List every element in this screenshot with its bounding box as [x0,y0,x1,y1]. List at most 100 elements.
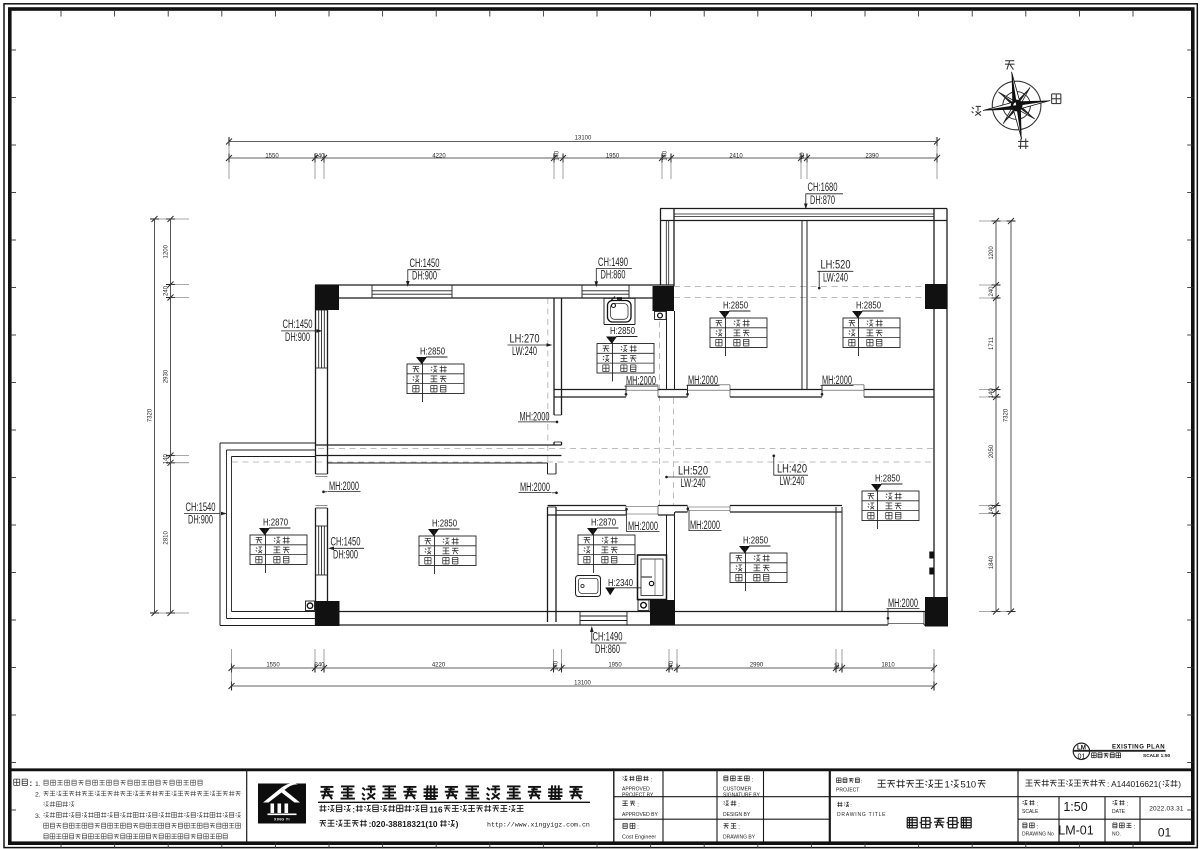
svg-text:2930: 2930 [164,369,170,383]
svg-text::: : [738,825,740,831]
svg-text:2050: 2050 [989,444,995,458]
svg-text:DH:900: DH:900 [333,547,358,561]
svg-text:NO.: NO. [1112,832,1121,838]
svg-text:7320: 7320 [148,408,154,422]
svg-text::: : [861,779,863,785]
svg-text:LW:240: LW:240 [780,474,805,488]
svg-text:1200: 1200 [164,244,170,258]
svg-text:1200: 1200 [989,246,995,260]
svg-text:1550: 1550 [265,153,279,159]
svg-text::: : [637,825,639,831]
svg-text:140: 140 [989,504,995,515]
svg-text:H:2850: H:2850 [432,518,457,530]
svg-text:SIGNATURE BY: SIGNATURE BY [723,792,761,798]
svg-text:CUSTOMER: CUSTOMER [723,787,752,793]
svg-text:1950: 1950 [608,662,622,668]
svg-text:240: 240 [314,662,325,668]
svg-text:MH:2000: MH:2000 [888,598,918,610]
svg-text:MH:2000: MH:2000 [628,521,658,533]
svg-text:4220: 4220 [432,153,446,159]
svg-text::: : [1037,824,1039,830]
svg-text:1711: 1711 [989,336,995,350]
svg-text::: : [352,805,355,814]
svg-text:510: 510 [961,779,977,790]
svg-text:13100: 13100 [575,136,592,142]
svg-text:1810: 1810 [881,662,895,668]
svg-text:MH:2000: MH:2000 [520,411,550,423]
svg-text:LM-01: LM-01 [1058,824,1093,838]
svg-text::: : [651,777,653,783]
svg-text:01: 01 [1078,752,1086,761]
svg-text:H:2870: H:2870 [263,517,288,529]
svg-text:DH:860: DH:860 [595,642,620,656]
svg-text:H:2850: H:2850 [420,346,445,358]
svg-text:2.: 2. [35,792,41,799]
svg-text:2990: 2990 [750,662,764,668]
svg-text:LH:520: LH:520 [678,463,708,477]
svg-text:7320: 7320 [1004,408,1010,422]
svg-text:H:2850: H:2850 [723,300,748,312]
svg-text:140: 140 [164,454,170,465]
svg-text:MH:2000: MH:2000 [626,376,656,388]
svg-text:Cost Engineer: Cost Engineer [622,834,656,840]
svg-text:1950: 1950 [606,153,620,159]
svg-text:CH:1450: CH:1450 [410,256,440,270]
svg-text::: : [850,803,852,809]
svg-text:140: 140 [555,150,561,161]
svg-text:LW:240: LW:240 [823,270,848,284]
svg-text:2410: 2410 [729,153,743,159]
svg-text:DRAWING TITLE: DRAWING TITLE [837,812,886,818]
svg-text:LH:520: LH:520 [821,258,851,272]
svg-text:DH:900: DH:900 [285,330,310,344]
svg-text:140: 140 [669,660,675,671]
svg-text:4220: 4220 [432,662,446,668]
svg-text:60: 60 [835,662,841,669]
svg-text::: : [1037,802,1039,808]
svg-text:CH:1450: CH:1450 [283,317,313,331]
svg-text:MH:2000: MH:2000 [690,520,720,532]
svg-text:01: 01 [1158,826,1172,840]
svg-text:): ) [456,819,459,829]
svg-text:CH:1680: CH:1680 [808,180,838,194]
svg-text:CH:1450: CH:1450 [331,535,361,549]
svg-text:LH:420: LH:420 [777,462,807,476]
svg-text:2390: 2390 [865,153,879,159]
svg-text:140: 140 [989,388,995,399]
svg-text:DESIGN BY: DESIGN BY [723,812,751,818]
svg-text:H:2850: H:2850 [856,300,881,312]
svg-text:LW:240: LW:240 [512,344,537,358]
svg-text:60: 60 [800,152,806,159]
svg-text::: : [637,802,639,808]
svg-text:LW:240: LW:240 [681,476,706,490]
svg-text:DH:900: DH:900 [188,513,213,527]
svg-text::: : [752,777,754,783]
svg-text:2810: 2810 [164,531,170,545]
svg-text::: : [1134,824,1136,830]
svg-text:LM: LM [1077,744,1086,751]
svg-text:MH:2000: MH:2000 [688,375,718,387]
svg-text:DH:870: DH:870 [810,193,835,207]
svg-text:240: 240 [164,285,170,296]
svg-text:H:2850: H:2850 [743,535,768,547]
svg-text:H:2870: H:2870 [591,517,616,529]
svg-text:MH:2000: MH:2000 [520,482,550,494]
svg-text:CH:1490: CH:1490 [598,255,628,269]
svg-text:PROJECT BY: PROJECT BY [622,792,654,798]
svg-text:140: 140 [663,150,669,161]
svg-text:140: 140 [554,660,560,671]
svg-text:DH:900: DH:900 [412,269,437,283]
svg-text:MH:2000: MH:2000 [822,375,852,387]
svg-text:240: 240 [314,153,325,159]
svg-text:240: 240 [989,286,995,297]
svg-text:PROJECT: PROJECT [836,788,859,794]
svg-text:13100: 13100 [574,680,591,686]
svg-text:H:2850: H:2850 [610,325,635,337]
svg-text:CH:1540: CH:1540 [186,500,216,514]
svg-text:: A144016621(: : A144016621( [1107,779,1161,789]
svg-text:1840: 1840 [989,555,995,569]
svg-text:H:2850: H:2850 [875,473,900,485]
svg-text:DATE: DATE [1112,809,1126,815]
svg-text:1.: 1. [35,781,41,788]
svg-text::: : [30,779,33,788]
svg-text:1:50: 1:50 [1063,800,1087,814]
